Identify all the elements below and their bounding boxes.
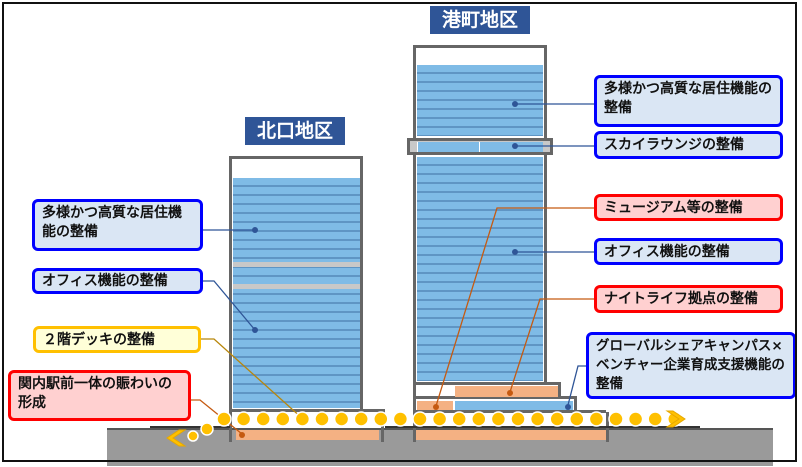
deck-dot (275, 411, 291, 427)
deck-dot (200, 422, 214, 436)
marker-dot (565, 404, 571, 410)
marker-dot (507, 390, 513, 396)
deck-dot (235, 411, 252, 427)
label-minato-office: オフィス機能の整備 (594, 238, 783, 265)
deck-dot (549, 411, 565, 427)
deck-dot (373, 411, 389, 427)
deck-dot (294, 411, 311, 427)
title-minato-district: 港町地区 (430, 6, 530, 34)
nightlife-space (455, 386, 558, 397)
marker-dot (512, 249, 518, 255)
deck-dot (608, 411, 624, 427)
deck-dot (510, 411, 526, 427)
deck-dot (255, 411, 271, 427)
deck-dot (471, 411, 487, 427)
outer-frame (2, 2, 797, 462)
deck-dot (314, 411, 330, 427)
left-arrow-icon (166, 429, 187, 447)
label-museum: ミュージアム等の整備 (594, 194, 783, 221)
title-kitaguchi-district: 北口地区 (245, 117, 345, 145)
deck-dot (187, 430, 199, 442)
label-minato-residential: 多様かつ高質な居住機能の整備 (594, 75, 783, 127)
deck-line (150, 426, 230, 428)
deck-dot (431, 411, 448, 427)
right-arrow-icon (665, 410, 686, 428)
marker-dot (252, 227, 258, 233)
podium-step (413, 410, 606, 413)
deck-dot (529, 411, 546, 427)
deck-line (385, 426, 700, 428)
minato-residential-floors (417, 65, 543, 136)
minato-office-floors (417, 157, 543, 381)
marker-dot (433, 404, 439, 410)
kitaguchi-base-commercial (236, 430, 379, 440)
deck-dot (451, 411, 467, 427)
deck-dot (588, 411, 605, 427)
marker-dot (512, 101, 518, 107)
deck-dot (490, 411, 507, 427)
kitaguchi-floors (233, 178, 360, 408)
divider (479, 142, 480, 152)
wall (229, 412, 232, 442)
deck-dot (647, 411, 663, 427)
floor-divider (233, 262, 360, 267)
label-kitaguchi-office: オフィス機能の整備 (32, 268, 203, 294)
label-sky-lounge: スカイラウンジの整備 (594, 131, 783, 159)
label-kannai-station: 関内駅前一体の賑わいの形成 (8, 370, 191, 421)
marker-dot (512, 143, 518, 149)
wall (381, 412, 384, 442)
sky-lounge (417, 142, 543, 152)
minato-base-commercial (416, 430, 606, 440)
marker-dot (252, 327, 258, 333)
deck-dot (333, 411, 350, 427)
podium-step (229, 409, 385, 413)
deck-dot (569, 411, 585, 427)
deck-dot (392, 411, 409, 427)
marker-dot (239, 432, 245, 438)
global-campus-space (455, 401, 573, 410)
deck-dot (627, 411, 644, 427)
deck-dot (216, 411, 232, 427)
deck-dot (353, 411, 369, 427)
label-deck: ２階デッキの整備 (33, 326, 201, 353)
deck-dot (412, 411, 428, 427)
label-global-campus: グローバルシェアキャンパス×ベンチャー企業育成支援機能の整備 (586, 332, 796, 399)
label-nightlife: ナイトライフ拠点の整備 (594, 285, 783, 313)
deck-dots (187, 411, 683, 442)
floor-divider (233, 284, 360, 289)
wall (413, 382, 416, 442)
label-kitaguchi-residential: 多様かつ高質な居住機能の整備 (32, 199, 203, 251)
